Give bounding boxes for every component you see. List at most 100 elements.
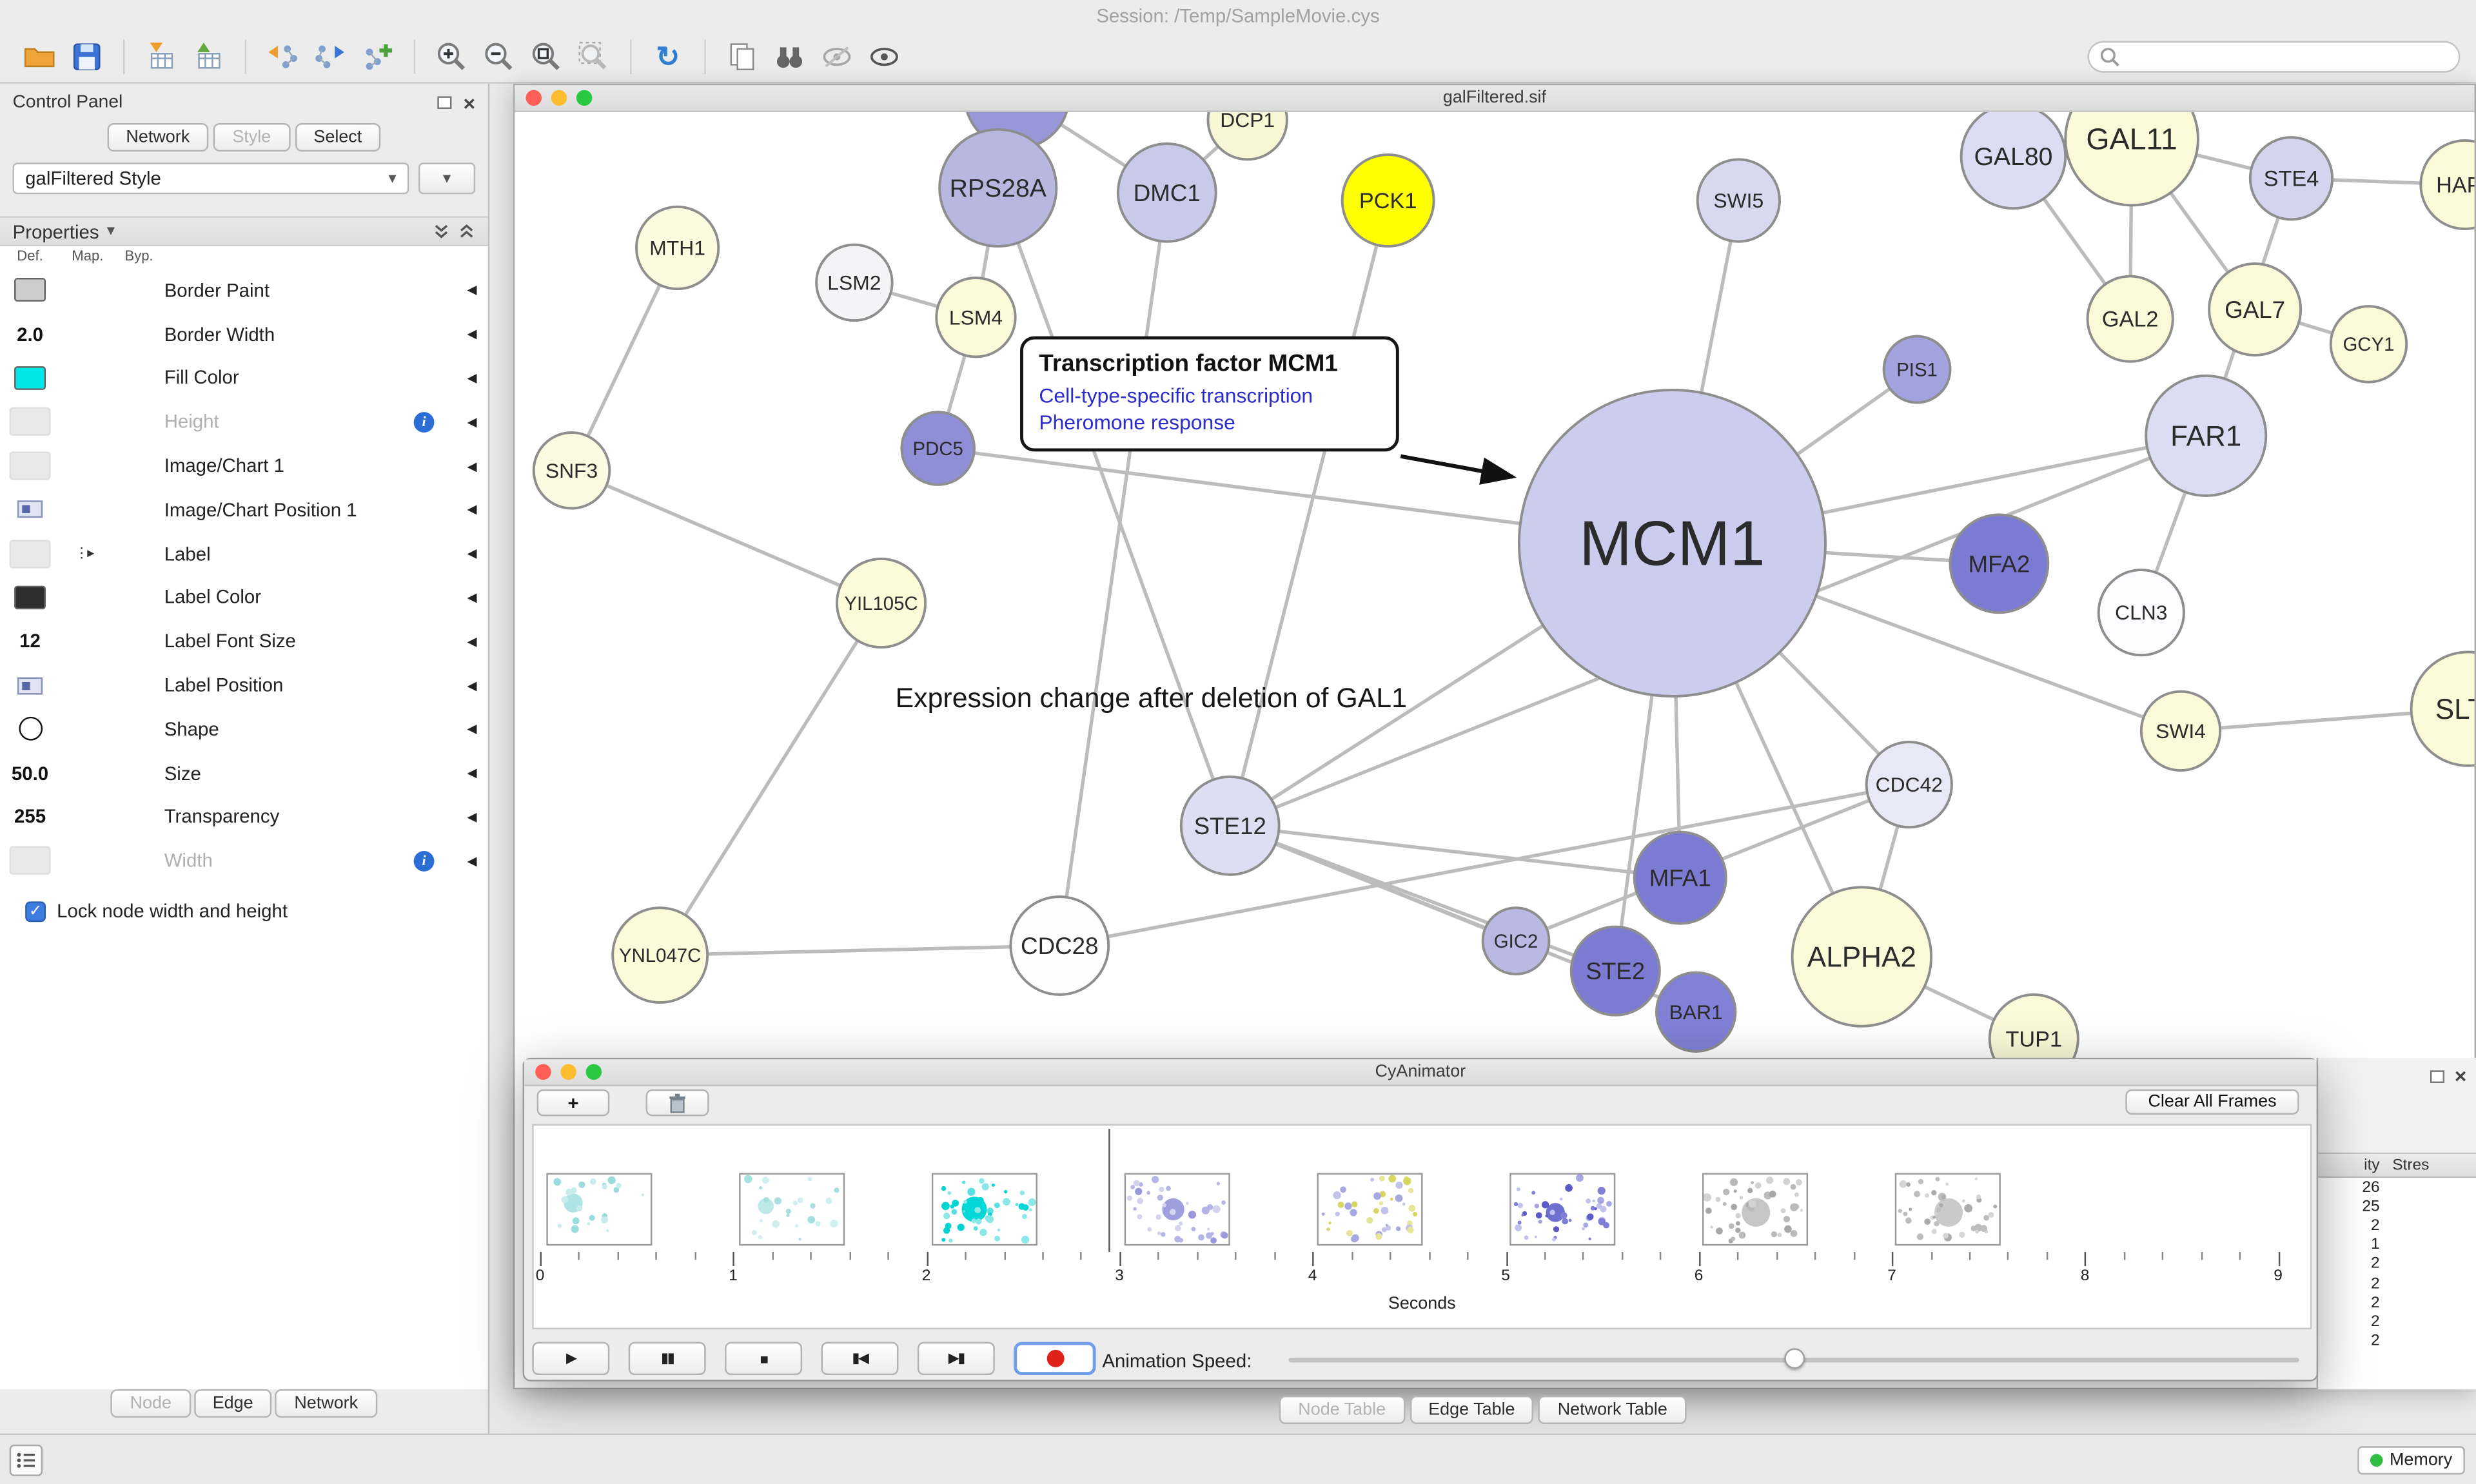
table-row[interactable]: 2 xyxy=(2370,1313,2380,1331)
zoom-in-button[interactable] xyxy=(428,36,475,77)
node-rps28a[interactable]: RPS28A xyxy=(938,128,1058,248)
node-mcm1[interactable]: MCM1 xyxy=(1517,388,1827,698)
float-panel-icon[interactable] xyxy=(2430,1069,2446,1082)
network-edge[interactable] xyxy=(1059,783,1910,948)
zoom-window-button[interactable] xyxy=(576,90,593,106)
minimize-window-button[interactable] xyxy=(551,90,567,106)
network-edge[interactable] xyxy=(1057,192,1169,946)
node-lsm4[interactable]: LSM4 xyxy=(935,277,1017,358)
node-mfa1[interactable]: MFA1 xyxy=(1633,830,1727,925)
panel-tab-node[interactable]: Node xyxy=(111,1389,191,1418)
new-network-button[interactable] xyxy=(354,36,401,77)
expand-row-icon[interactable]: ◀ xyxy=(467,722,477,737)
node-swi5[interactable]: SWI5 xyxy=(1696,158,1781,243)
expand-row-icon[interactable]: ◀ xyxy=(467,458,477,473)
style-options-button[interactable]: ▾ xyxy=(418,162,476,195)
node-hap4[interactable]: HAP4 xyxy=(2419,139,2475,231)
speed-slider-thumb[interactable] xyxy=(1784,1348,1805,1369)
property-row-shape[interactable]: Shape◀ xyxy=(0,707,488,751)
expand-row-icon[interactable]: ◀ xyxy=(467,766,477,781)
playhead[interactable] xyxy=(1108,1129,1110,1253)
table-row[interactable]: 2 xyxy=(2370,1274,2380,1293)
frame-thumbnail-3[interactable] xyxy=(1124,1173,1230,1246)
clear-all-frames-button[interactable]: Clear All Frames xyxy=(2125,1089,2299,1115)
frame-thumbnail-1[interactable] xyxy=(739,1173,845,1246)
delete-frame-button[interactable] xyxy=(645,1089,709,1117)
node-swi4[interactable]: SWI4 xyxy=(2139,690,2222,772)
frame-thumbnail-5[interactable] xyxy=(1509,1173,1616,1246)
save-session-button[interactable] xyxy=(63,36,110,77)
frame-thumbnail-0[interactable] xyxy=(546,1173,653,1246)
frame-thumbnail-6[interactable] xyxy=(1702,1173,1809,1246)
expand-row-icon[interactable]: ◀ xyxy=(467,502,477,517)
annotation-link[interactable]: Pheromone response xyxy=(1039,410,1235,434)
property-row-label[interactable]: ⋮▸Label◀ xyxy=(0,532,488,576)
play-button[interactable]: ▶ xyxy=(532,1342,610,1376)
column-header[interactable]: ity xyxy=(2364,1156,2380,1174)
export-table-button[interactable] xyxy=(185,36,232,77)
annotation-box[interactable]: Transcription factor MCM1 Cell-type-spec… xyxy=(1020,336,1399,452)
zoom-selected-button[interactable] xyxy=(570,36,617,77)
node-mth1[interactable]: MTH1 xyxy=(634,205,720,291)
node-cln3[interactable]: CLN3 xyxy=(2097,569,2185,657)
node-ste2[interactable]: STE2 xyxy=(1569,925,1661,1017)
node-ynl047c[interactable]: YNL047C xyxy=(611,906,709,1004)
node-snf3[interactable]: SNF3 xyxy=(532,431,611,510)
node-gal7[interactable]: GAL7 xyxy=(2208,262,2303,356)
info-icon[interactable]: i xyxy=(413,411,435,433)
node-gic2[interactable]: GIC2 xyxy=(1481,906,1551,975)
column-header[interactable]: Stres xyxy=(2392,1156,2430,1174)
table-row[interactable]: 2 xyxy=(2370,1294,2380,1312)
node-yil105c[interactable]: YIL105C xyxy=(836,557,927,649)
frame-thumbnail-4[interactable] xyxy=(1317,1173,1423,1246)
network-edge[interactable] xyxy=(996,187,1232,826)
cyanimator-titlebar[interactable]: CyAnimator xyxy=(524,1059,2317,1086)
table-tab-node-table[interactable]: Node Table xyxy=(1279,1395,1405,1424)
close-window-button[interactable] xyxy=(526,90,542,106)
minimize-window-button[interactable] xyxy=(560,1064,576,1080)
memory-button[interactable]: Memory xyxy=(2357,1446,2465,1475)
node-ste12[interactable]: STE12 xyxy=(1179,775,1281,876)
export-network-button[interactable] xyxy=(306,36,353,77)
node-pis1[interactable]: PIS1 xyxy=(1882,335,1952,404)
expand-row-icon[interactable]: ◀ xyxy=(467,590,477,605)
network-edge[interactable] xyxy=(571,469,882,605)
network-window-titlebar[interactable]: galFiltered.sif xyxy=(515,85,2475,112)
tab-network[interactable]: Network xyxy=(107,123,209,152)
search-box[interactable] xyxy=(2087,41,2461,73)
info-icon[interactable]: i xyxy=(413,850,435,872)
property-row-border-paint[interactable]: Border Paint◀ xyxy=(0,268,488,312)
zoom-window-button[interactable] xyxy=(585,1064,602,1080)
find-button[interactable] xyxy=(766,36,813,77)
panel-tab-network[interactable]: Network xyxy=(275,1389,377,1418)
hide-details-button[interactable] xyxy=(813,36,860,77)
color-swatch[interactable] xyxy=(14,278,46,302)
color-swatch[interactable] xyxy=(14,366,46,390)
import-network-button[interactable] xyxy=(259,36,306,77)
expand-row-icon[interactable]: ◀ xyxy=(467,415,477,429)
node-cdc42[interactable]: CDC42 xyxy=(1865,741,1953,829)
node-cdc28[interactable]: CDC28 xyxy=(1009,895,1110,996)
close-window-button[interactable] xyxy=(535,1064,551,1080)
lock-checkbox[interactable]: ✓ xyxy=(25,901,46,921)
panel-tab-edge[interactable]: Edge xyxy=(193,1389,273,1418)
expand-all-icon[interactable] xyxy=(433,222,450,240)
search-input[interactable] xyxy=(2127,47,2450,66)
node-gal80[interactable]: GAL80 xyxy=(1960,112,2067,210)
show-details-button[interactable] xyxy=(861,36,908,77)
node-slt2[interactable]: SLT2 xyxy=(2410,650,2475,767)
expand-row-icon[interactable]: ◀ xyxy=(467,810,477,825)
table-tab-edge-table[interactable]: Edge Table xyxy=(1409,1395,1534,1424)
node-lsm2[interactable]: LSM2 xyxy=(815,243,894,322)
open-session-button[interactable] xyxy=(15,36,63,77)
close-panel-icon[interactable]: × xyxy=(2454,1064,2467,1088)
add-frame-button[interactable]: + xyxy=(536,1089,610,1117)
collapse-all-icon[interactable] xyxy=(458,222,475,240)
refresh-layout-button[interactable]: ↻ xyxy=(644,36,691,77)
property-row-fill-color[interactable]: Fill Color◀ xyxy=(0,356,488,400)
